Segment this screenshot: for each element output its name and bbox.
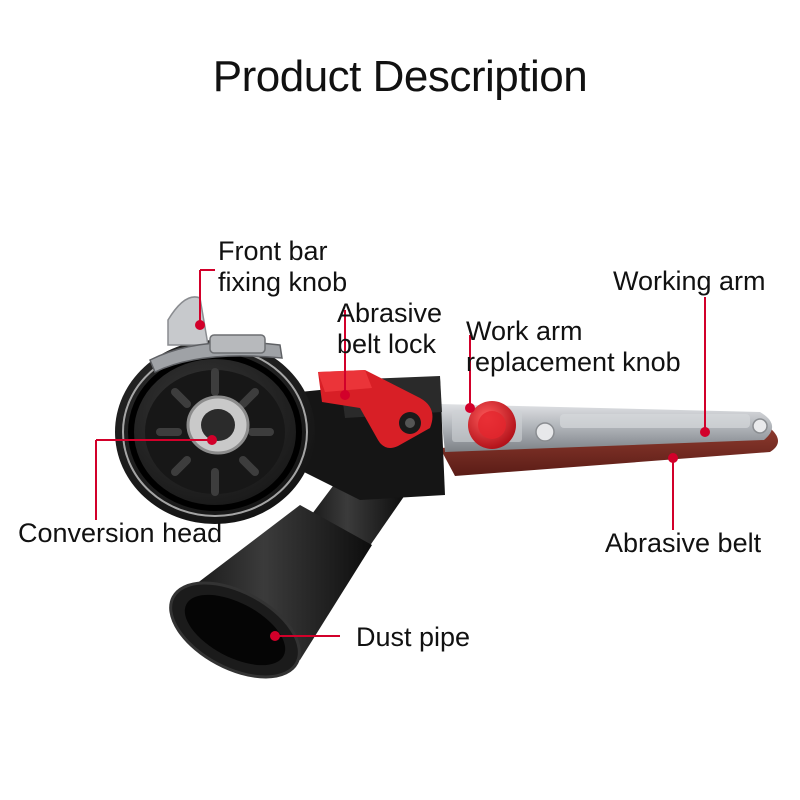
label-conversion-head: Conversion head <box>18 518 223 548</box>
abrasive-belt-lock-shape <box>318 370 433 448</box>
label-abrasive-belt: Abrasive belt <box>605 528 762 558</box>
label-line: Abrasive <box>337 298 443 328</box>
leader-lines <box>95 269 710 641</box>
leader-dust-pipe <box>270 631 340 641</box>
work-arm-replacement-knob-shape <box>468 401 516 449</box>
label-abrasive-belt-lock: Abrasive belt lock <box>337 298 442 360</box>
leader-conversion-head <box>95 435 217 520</box>
leader-working-arm <box>700 297 710 437</box>
label-dust-pipe: Dust pipe <box>356 622 471 652</box>
label-line: belt lock <box>337 329 437 359</box>
label-working-arm: Working arm <box>613 266 766 296</box>
label-front-bar-fixing-knob: Front bar fixing knob <box>218 236 347 298</box>
conversion-head-shape <box>115 340 315 524</box>
label-line: fixing knob <box>218 267 348 297</box>
label-line: Front bar <box>218 236 328 266</box>
label-work-arm-replacement-knob: Work arm replacement knob <box>466 316 681 378</box>
leader-abrasive-belt <box>668 453 678 530</box>
page-title: Product Description <box>212 52 588 101</box>
leader-front-bar-fixing-knob <box>195 269 215 330</box>
label-line: replacement knob <box>466 347 681 377</box>
front-bar-fixing-knob-shape <box>149 296 283 374</box>
label-line: Work arm <box>466 316 583 346</box>
leader-work-arm-replacement-knob <box>465 335 475 413</box>
leader-abrasive-belt-lock <box>340 310 350 400</box>
